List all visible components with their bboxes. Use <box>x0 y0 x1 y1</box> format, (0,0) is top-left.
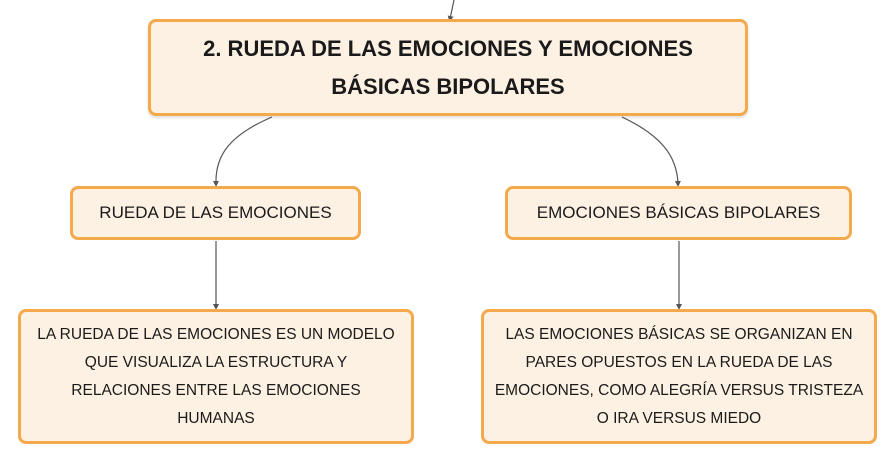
right-branch-node[interactable]: EMOCIONES BÁSICAS BIPOLARES <box>505 186 852 240</box>
right-description-node[interactable]: LAS EMOCIONES BÁSICAS SE ORGANIZAN EN PA… <box>481 309 877 444</box>
left-description-node[interactable]: LA RUEDA DE LAS EMOCIONES ES UN MODELO Q… <box>18 309 414 444</box>
connector-root-to-left <box>212 116 273 187</box>
root-node[interactable]: 2. RUEDA DE LAS EMOCIONES Y EMOCIONES BÁ… <box>148 19 748 116</box>
right-branch-label: EMOCIONES BÁSICAS BIPOLARES <box>536 203 821 222</box>
connector-root-to-right <box>621 116 681 187</box>
right-description-text: LAS EMOCIONES BÁSICAS SE ORGANIZAN EN PA… <box>494 325 864 427</box>
left-branch-node[interactable]: RUEDA DE LAS EMOCIONES <box>70 186 361 240</box>
left-branch-label: RUEDA DE LAS EMOCIONES <box>99 203 332 222</box>
connector-parent-to-root <box>447 0 455 22</box>
root-node-label: 2. RUEDA DE LAS EMOCIONES Y EMOCIONES BÁ… <box>203 35 693 99</box>
left-description-text: LA RUEDA DE LAS EMOCIONES ES UN MODELO Q… <box>37 325 395 427</box>
